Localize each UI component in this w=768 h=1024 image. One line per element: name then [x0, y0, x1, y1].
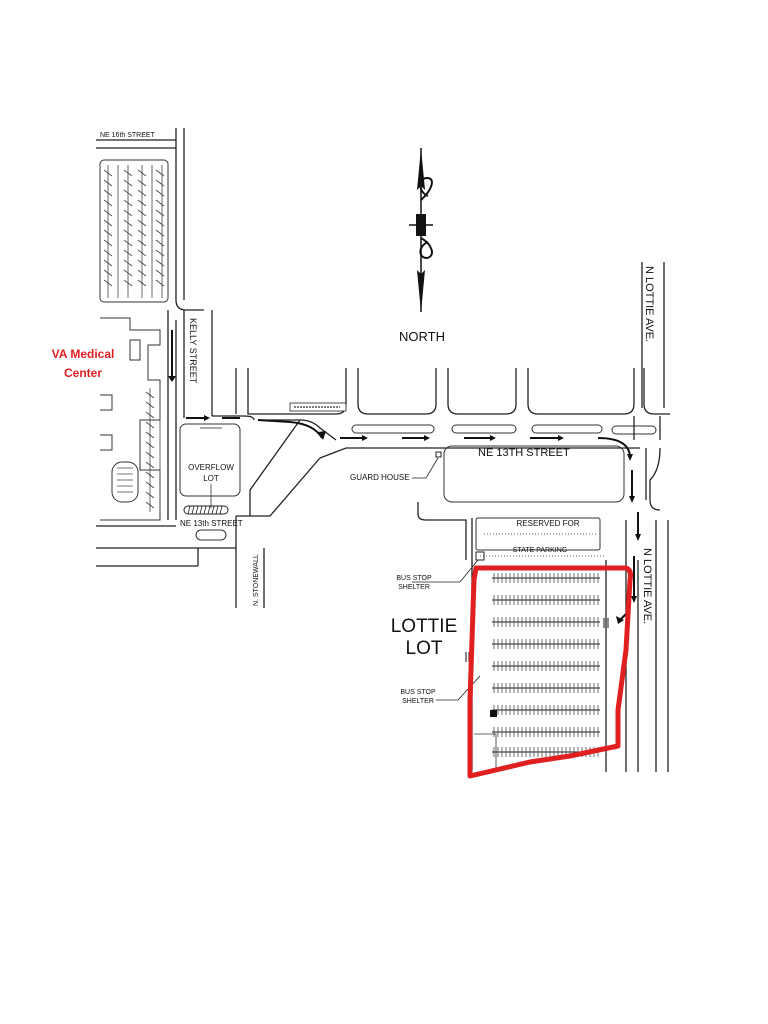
lottie-lot-highlight: [467, 565, 633, 779]
bus-stop-shelter-2-line-1: BUS STOP: [400, 689, 436, 696]
va-campus-block: NE 16th STREET: [96, 128, 236, 567]
overflow-lot-line-2: LOT: [203, 474, 219, 483]
bus-stop-shelter-1-line-1: BUS STOP: [396, 575, 432, 582]
north-arrow-icon: [409, 148, 433, 312]
lottie-lot-label-line-2: LOT: [406, 638, 443, 659]
va-south-lot-stalls: [117, 388, 161, 512]
north-label: NORTH: [399, 329, 445, 344]
lottie-lot: RESERVED FOR STATE PARKING: [471, 517, 607, 772]
ne-13th-street-west-label: NE 13th STREET: [180, 519, 243, 528]
lottie-lot-label-line-1: LOTTIE: [391, 616, 458, 637]
n-lottie-ave-south-label: N LOTTIE AVE.: [641, 548, 653, 624]
state-parking-label: STATE PARKING: [513, 547, 567, 554]
overflow-lot: OVERFLOW LOT: [179, 423, 241, 515]
guard-house: [412, 451, 442, 479]
va-callout-line-2: Center: [64, 366, 102, 380]
ne-13th-street-label: NE 13TH STREET: [478, 447, 570, 459]
two-way-marker-icon: [465, 618, 609, 662]
va-callout-line-1: VA Medical: [52, 347, 115, 361]
ne-16th-street-label: NE 16th STREET: [100, 132, 156, 139]
kelly-street: KELLY STREET: [183, 310, 213, 416]
road-network: [183, 262, 670, 772]
overflow-lot-line-1: OVERFLOW: [188, 463, 234, 472]
lottie-lot-stall-rows: [492, 573, 600, 757]
va-medical-center-callout: VA Medical Center: [52, 347, 115, 380]
n-stonewall-label: N. STONEWALL: [253, 554, 260, 606]
bus-stop-shelter-1-line-2: SHELTER: [398, 584, 430, 591]
bus-stop-shelter-1: [412, 551, 485, 583]
va-north-lot-stalls: [103, 165, 165, 298]
bus-stop-shelter-2-line-2: SHELTER: [402, 698, 434, 705]
guard-house-label: GUARD HOUSE: [350, 473, 410, 482]
bus-stop-shelter-2: [436, 675, 481, 701]
n-lottie-ave-north-label: N LOTTIE AVE.: [643, 266, 655, 342]
reserved-for-label: RESERVED FOR: [517, 519, 580, 528]
kelly-street-label: KELLY STREET: [188, 318, 198, 384]
traffic-flow-arrows: [186, 415, 641, 624]
